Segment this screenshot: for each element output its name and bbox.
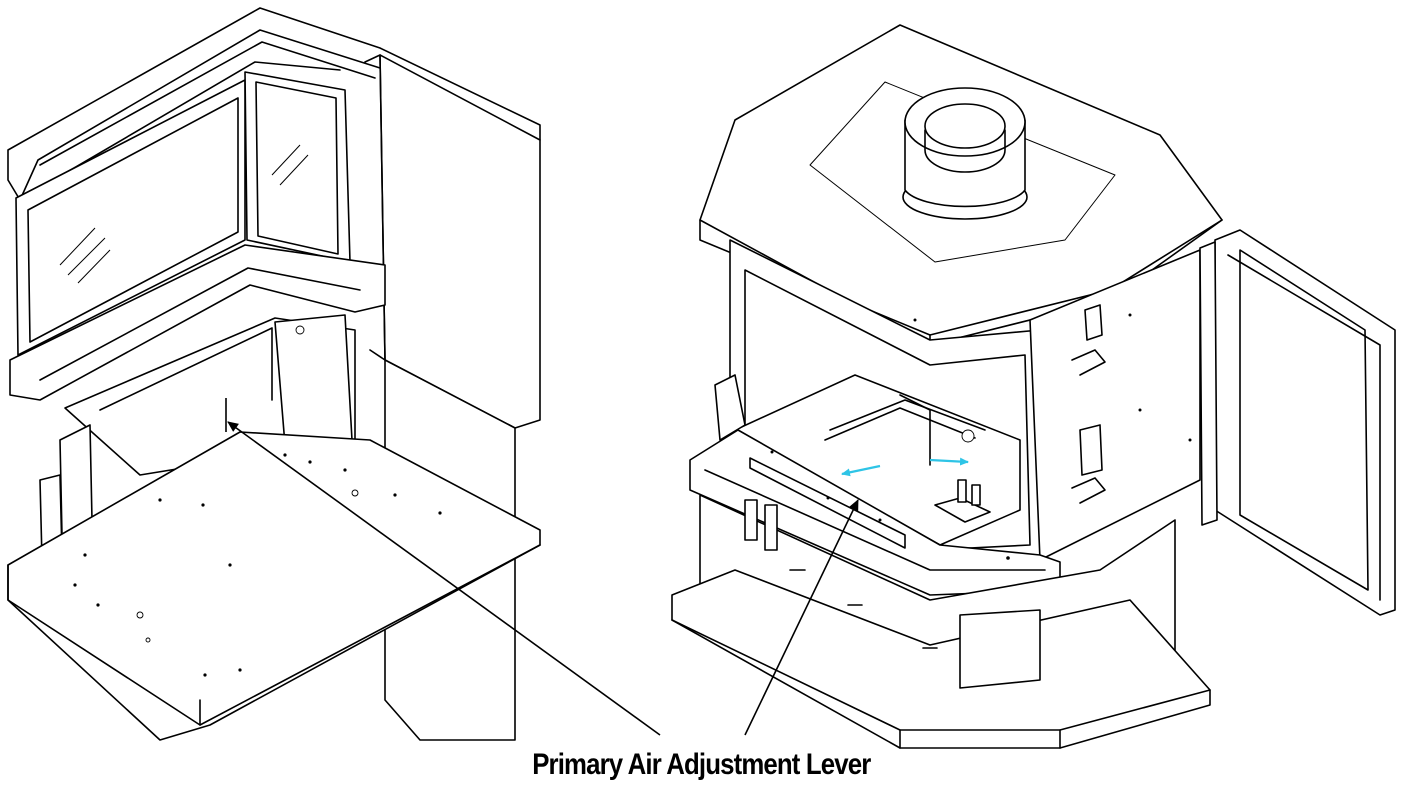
leader-line-right xyxy=(744,499,859,736)
right-side-panel xyxy=(1029,249,1201,561)
right-side-dots xyxy=(770,313,1192,560)
left-glass-door-side xyxy=(244,71,351,263)
left-sill xyxy=(9,244,386,401)
right-stove-view xyxy=(671,24,1396,749)
callout-caption: Primary Air Adjustment Lever xyxy=(532,748,871,781)
left-glass-door-front xyxy=(15,79,246,356)
callout-leaders xyxy=(225,398,859,736)
leader-line-left xyxy=(227,421,661,736)
flue-collar xyxy=(902,87,1028,220)
left-plate-dots xyxy=(73,453,442,677)
left-stove-view xyxy=(7,7,541,741)
airflow-arrow-right xyxy=(929,457,969,466)
airflow-arrow-left xyxy=(841,464,881,477)
